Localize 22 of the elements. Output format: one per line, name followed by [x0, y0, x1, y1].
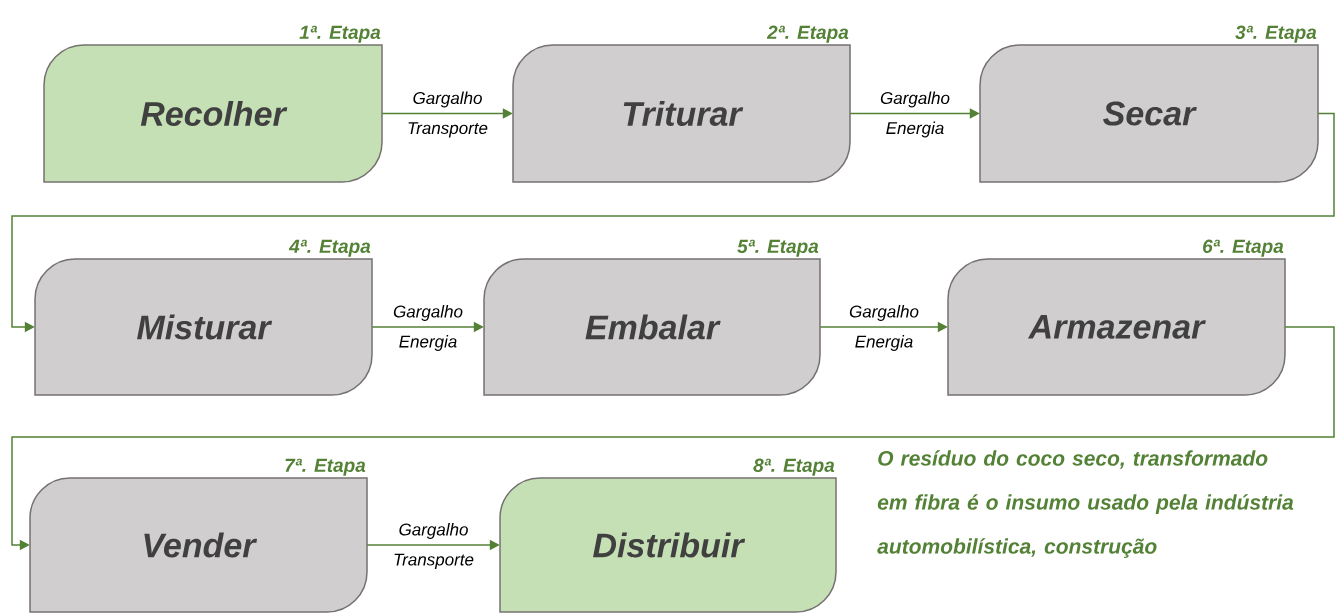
- process-box: Armazenar: [947, 258, 1286, 396]
- edge-label: Gargalho Transporte: [408, 91, 488, 138]
- process-box: Secar: [979, 44, 1319, 183]
- step-label: 3ª. Etapa: [1235, 25, 1317, 43]
- process-box: Vender: [29, 477, 368, 613]
- process-box: Distribuir: [499, 477, 837, 613]
- step-label: 1ª. Etapa: [299, 25, 381, 43]
- process-box: Triturar: [512, 44, 851, 183]
- step-label: 4ª. Etapa: [288, 239, 371, 257]
- edge-label: Gargalho Transporte: [394, 523, 474, 569]
- step-label: 8ª. Etapa: [753, 458, 835, 476]
- edge-label: Gargalho Energia: [393, 305, 463, 351]
- edge-label: Gargalho Energia: [880, 91, 950, 138]
- note-text: O resíduo do coco seco, transformado em fibra é o insumo usado pela indústria automobilística, construção: [877, 450, 1294, 558]
- process-box: Recolher: [43, 44, 383, 183]
- step-label: 6ª. Etapa: [1203, 239, 1284, 257]
- step-label: 7ª. Etapa: [285, 458, 366, 476]
- process-box: Embalar: [483, 258, 821, 396]
- process-box: Misturar: [34, 258, 373, 396]
- step-label: 5ª. Etapa: [737, 239, 819, 257]
- step-label: 2ª. Etapa: [766, 25, 849, 43]
- edge-label: Gargalho Energia: [849, 305, 919, 351]
